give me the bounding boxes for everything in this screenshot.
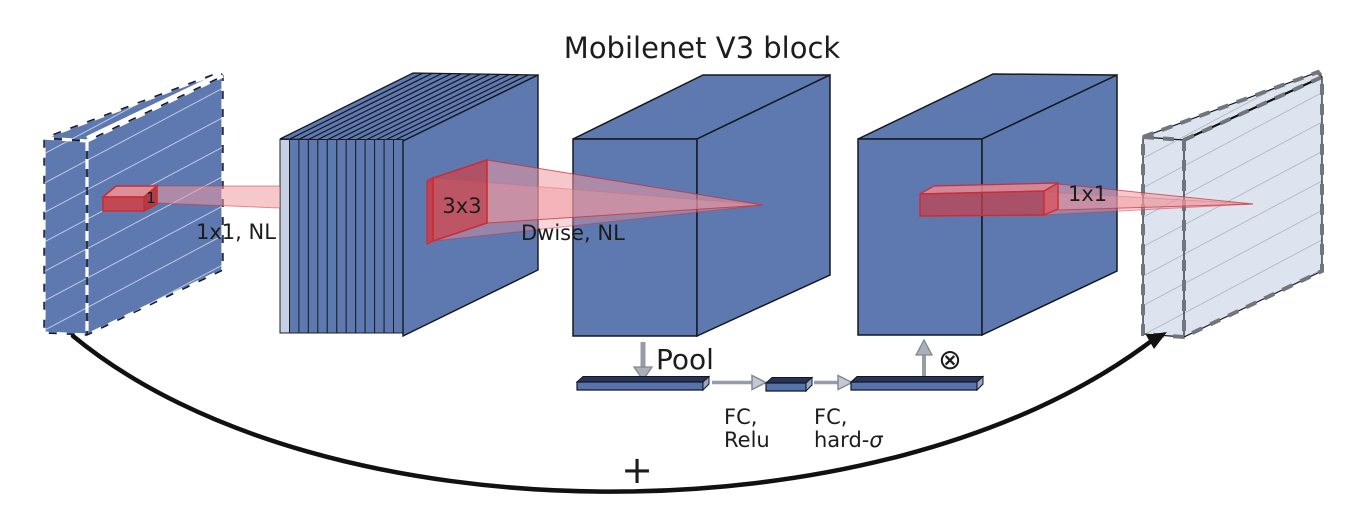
dwise-conv-kernel: 3x3 [426, 158, 764, 246]
project-kernel-front-face [919, 190, 1045, 217]
input-conv-kernel: 1 [100, 184, 281, 213]
output-tensor-side-face [1143, 137, 1184, 337]
fc2-label-line2: hard-σ [814, 428, 883, 452]
pool-label: Pool [656, 343, 714, 376]
stack-slice-top-edges [289, 72, 529, 142]
expand-conv-label: 1x1, NL [196, 220, 276, 244]
input-tensor-top-face [44, 72, 223, 141]
kernel3x3-label: 3x3 [442, 194, 481, 218]
project-conv-label: 1x1 [1068, 182, 1107, 206]
input-tensor [42, 70, 225, 337]
se-block-front-face [857, 138, 983, 336]
expanded-features-stack [279, 72, 539, 338]
multiply-icon: ⊗ [938, 343, 961, 376]
scale-arrow-icon [914, 338, 934, 356]
fc2-label-line1: FC, [814, 405, 847, 429]
pool-arrow-icon [632, 366, 654, 382]
diagram-title: Mobilenet V3 block [564, 31, 841, 65]
kernel3x3-side-face [426, 176, 434, 246]
residual-arrowhead-icon [1146, 332, 1167, 349]
fc1-label-line1: FC, [724, 405, 757, 429]
project-kernel-end-face [1043, 181, 1059, 217]
plus-icon: + [621, 448, 653, 492]
input-tensor-dashed-border [42, 70, 225, 337]
depthwise-output-block [572, 73, 831, 338]
se-vector-bar-3 [849, 375, 985, 392]
residual-connection-arrow [70, 333, 1153, 494]
conv1-beam-edges [156, 185, 281, 209]
conv1-beam [157, 186, 280, 208]
se-vector-bar-2 [764, 376, 814, 393]
fc1-label-line2: Relu [724, 428, 770, 452]
se-vector-bar-1 [575, 375, 711, 392]
squeeze-excite-path: Pool ⊗ FC, Relu FC, [575, 338, 985, 452]
fc2-arrow-icon [837, 374, 854, 391]
input-tensor-top-highlight [86, 71, 224, 140]
kernel1-front-face [102, 196, 145, 212]
dwise-conv-label: Dwise, NL [521, 221, 625, 245]
output-tensor-front-face [1184, 77, 1322, 337]
input-tensor-side-face [44, 138, 87, 335]
project-conv-kernel [919, 181, 1254, 217]
residual-connection: + [70, 332, 1167, 494]
kernel1-label: 1 [146, 189, 156, 207]
kernel3x3-front-face [432, 158, 488, 243]
dwise-block-right-face [696, 73, 831, 338]
output-tensor-dashed-border [1141, 69, 1324, 340]
output-tensor [1141, 69, 1324, 340]
fc1-arrow-icon [751, 374, 768, 391]
stack-slice-fronts [279, 139, 404, 334]
